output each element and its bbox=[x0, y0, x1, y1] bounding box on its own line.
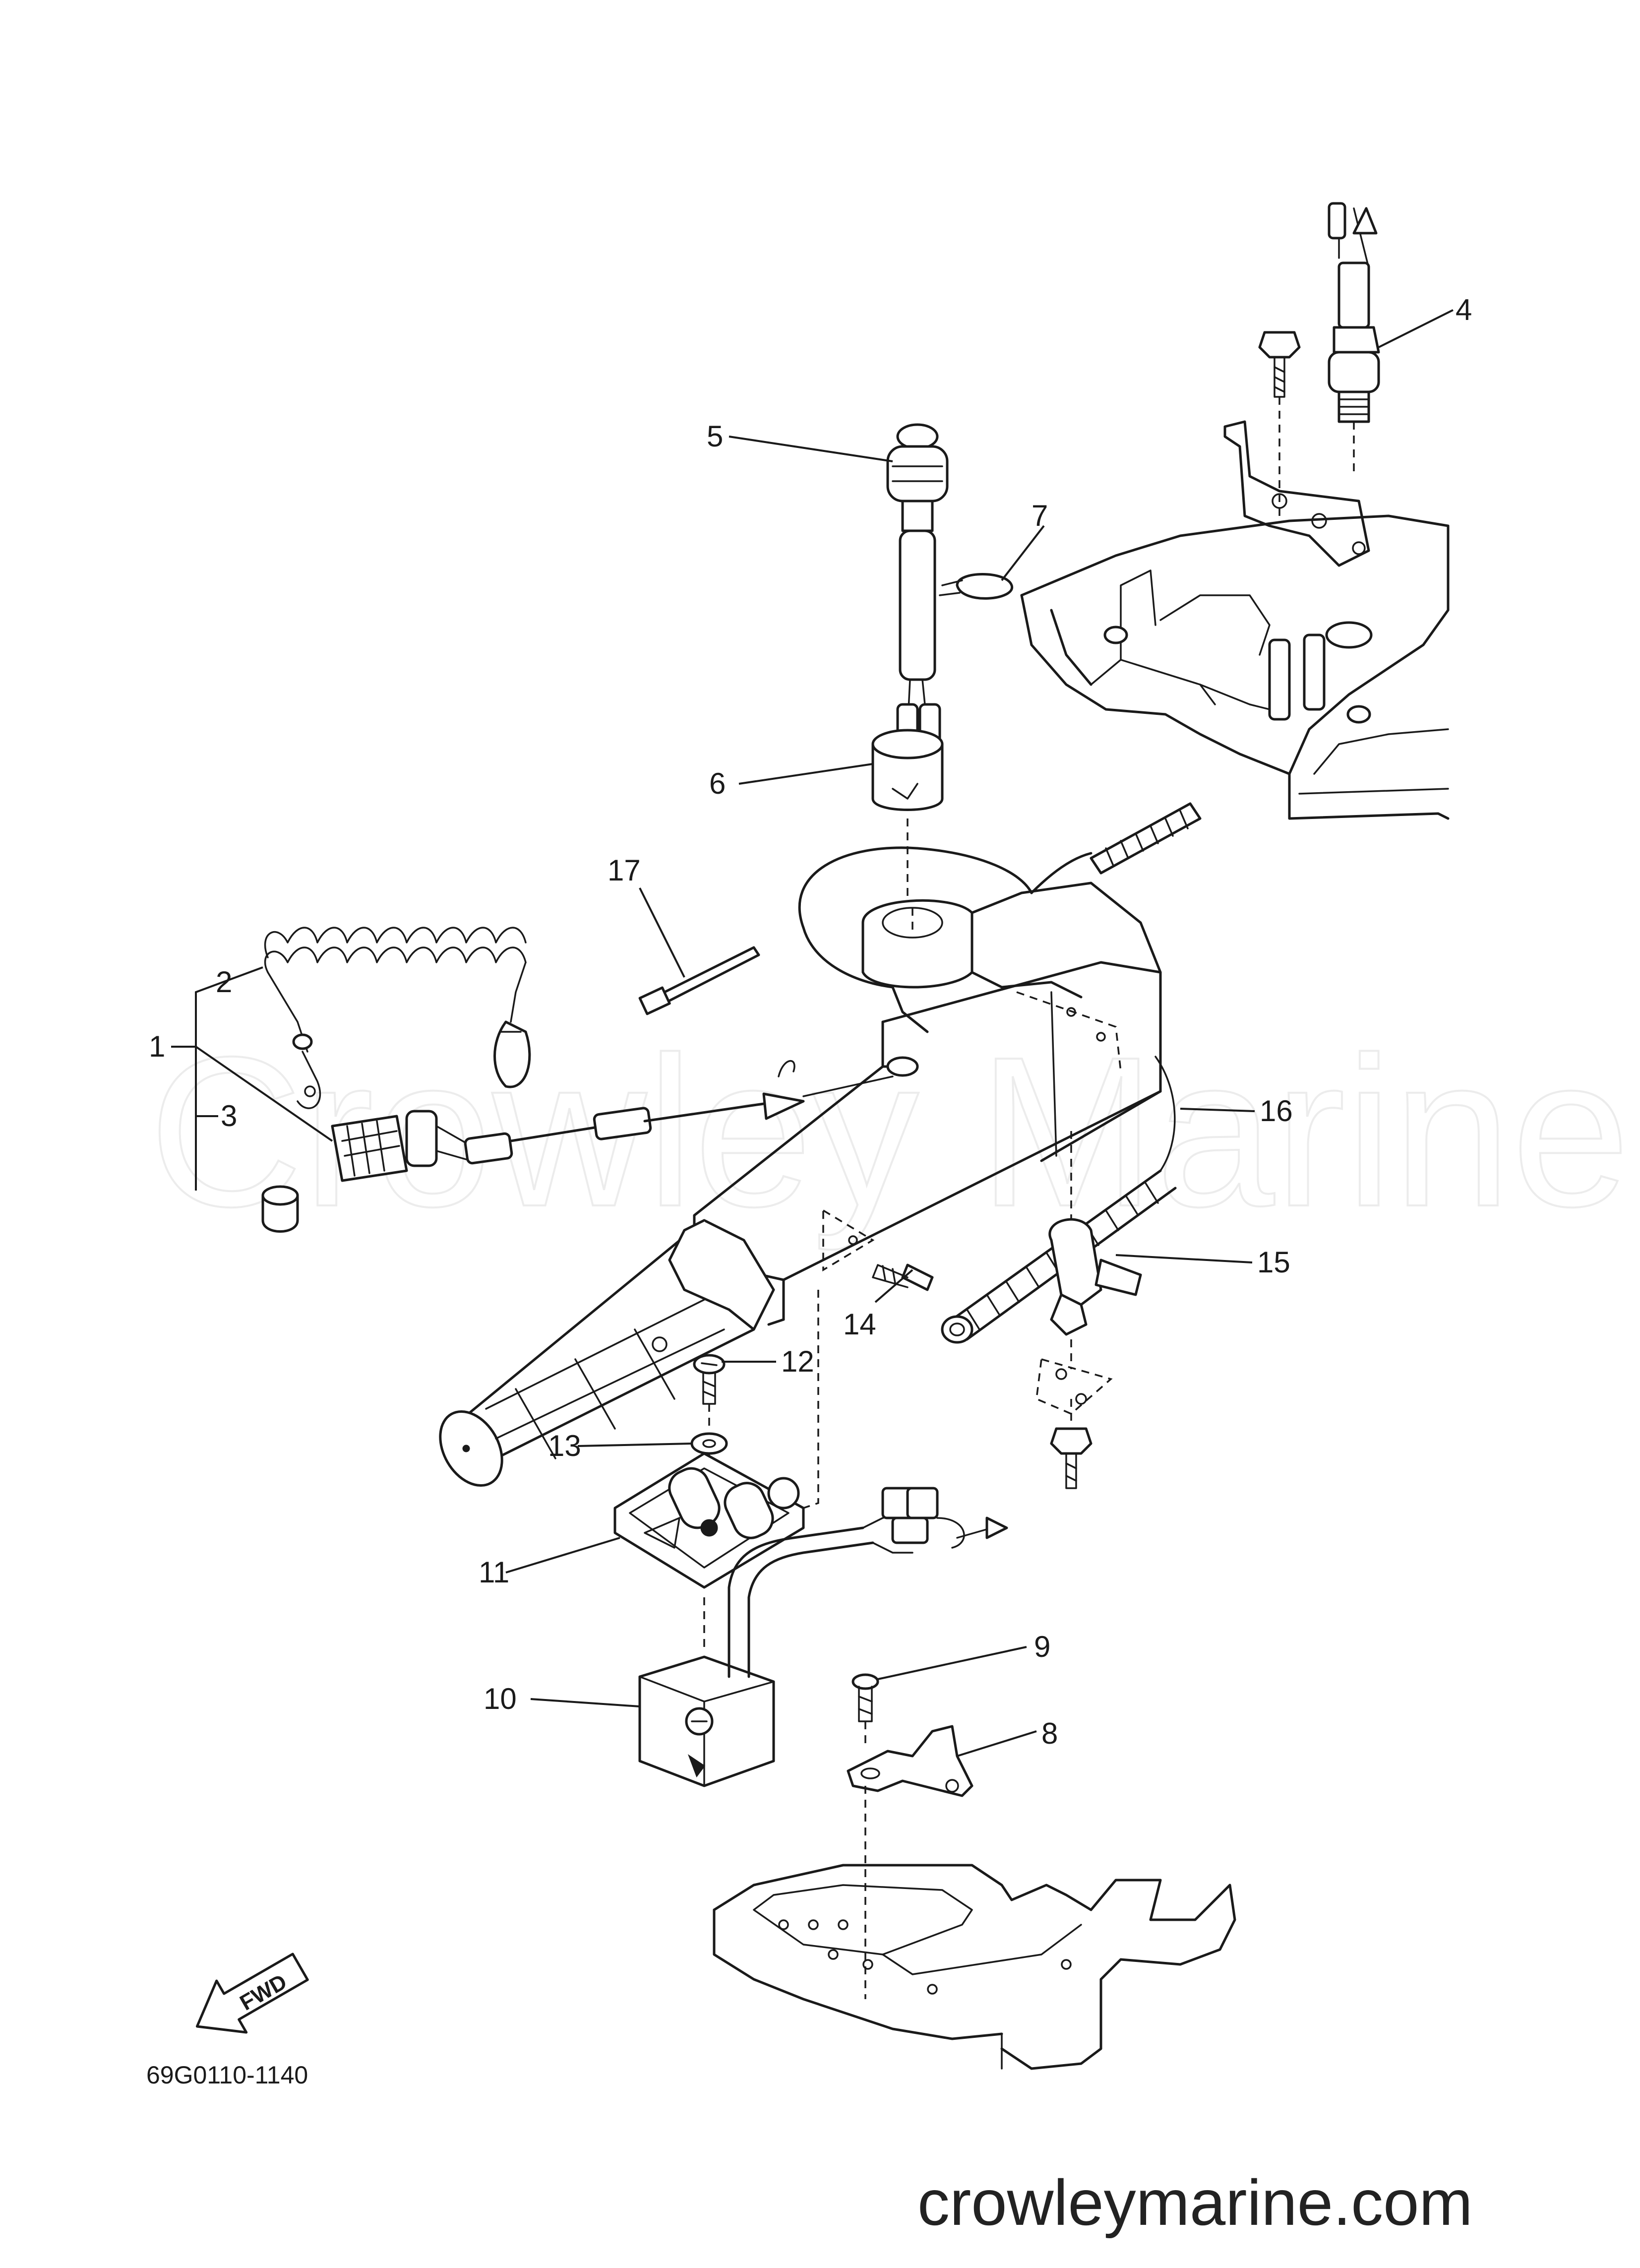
part-5-switch bbox=[886, 423, 949, 751]
callout-numbers: 1 2 3 4 5 6 7 8 9 10 11 12 13 14 15 16 1… bbox=[149, 293, 1472, 1750]
callout-15: 15 bbox=[1257, 1246, 1290, 1279]
bottom-cowling bbox=[1020, 420, 1450, 820]
callout-2: 2 bbox=[216, 965, 232, 999]
callout-8: 8 bbox=[1041, 1717, 1058, 1750]
callout-11: 11 bbox=[479, 1556, 509, 1589]
swivel-bracket bbox=[713, 1786, 1236, 2070]
part-4-sensor bbox=[1328, 202, 1380, 476]
callout-17: 17 bbox=[607, 854, 641, 887]
part-10-unit bbox=[638, 1487, 1008, 1787]
part-7-clip bbox=[939, 573, 1013, 600]
part-6-grommet bbox=[871, 729, 944, 943]
part-8-plate bbox=[847, 1725, 973, 1797]
steering-handle bbox=[439, 846, 1162, 1487]
callout-3: 3 bbox=[221, 1099, 237, 1133]
part-15-clamp bbox=[1035, 1131, 1142, 1489]
part-12-screw bbox=[693, 1354, 726, 1429]
callout-13: 13 bbox=[548, 1429, 581, 1462]
part-code: 69G0110-1140 bbox=[146, 2061, 308, 2089]
callout-1: 1 bbox=[149, 1030, 165, 1063]
callout-10: 10 bbox=[484, 1682, 517, 1715]
callout-9: 9 bbox=[1034, 1630, 1050, 1663]
callout-14: 14 bbox=[843, 1308, 876, 1341]
callout-7: 7 bbox=[1032, 499, 1048, 532]
callout-5: 5 bbox=[707, 420, 723, 453]
leader-lines bbox=[171, 309, 1454, 1757]
throttle-cable bbox=[1030, 802, 1202, 894]
fwd-arrow-icon: FWD bbox=[195, 1953, 309, 2034]
part-2-lanyard bbox=[264, 927, 531, 1109]
part-1-stop-switch bbox=[331, 1060, 894, 1182]
part-17-cable-tie bbox=[638, 946, 760, 1015]
part-3-cap bbox=[261, 1185, 299, 1233]
callout-12: 12 bbox=[781, 1345, 814, 1378]
part-11-holder bbox=[613, 1290, 819, 1589]
callout-4: 4 bbox=[1456, 293, 1472, 326]
part-9-screw bbox=[851, 1673, 879, 1746]
website-label: crowleymarine.com bbox=[917, 2166, 1473, 2239]
callout-6: 6 bbox=[709, 767, 726, 800]
callout-16: 16 bbox=[1260, 1094, 1293, 1128]
bracket-bolt bbox=[1258, 331, 1301, 516]
